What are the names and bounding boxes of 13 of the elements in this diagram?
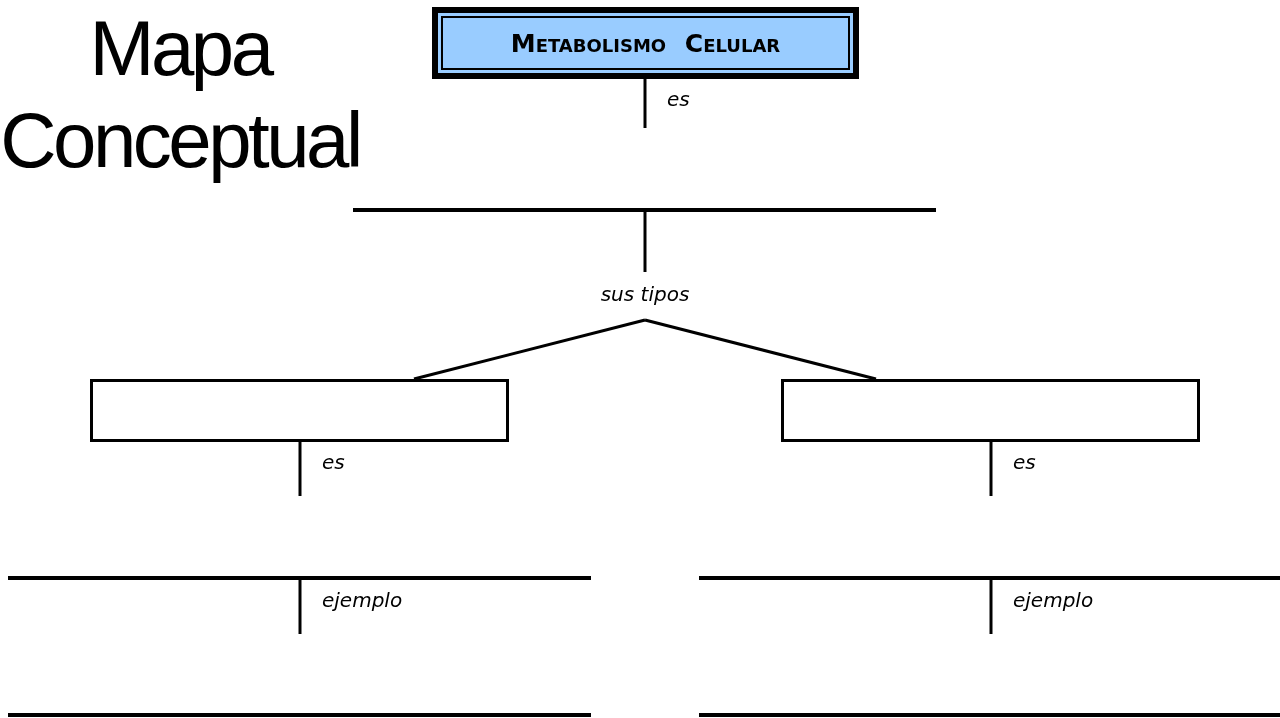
- empty-concept-box: [781, 379, 1200, 442]
- concept-label: Metabolismo Celular: [510, 28, 781, 58]
- connector-line: [298, 442, 302, 496]
- connector-line: [989, 442, 993, 496]
- page-title: Mapa Conceptual: [0, 3, 360, 186]
- empty-concept-box: [90, 379, 509, 442]
- connector-line: [643, 79, 647, 128]
- connector-line: [298, 580, 302, 634]
- concept-box: [432, 7, 859, 79]
- connector-line: [643, 212, 647, 272]
- connector-line: [413, 318, 646, 381]
- connector-line: [644, 318, 877, 381]
- connector-line: [989, 580, 993, 634]
